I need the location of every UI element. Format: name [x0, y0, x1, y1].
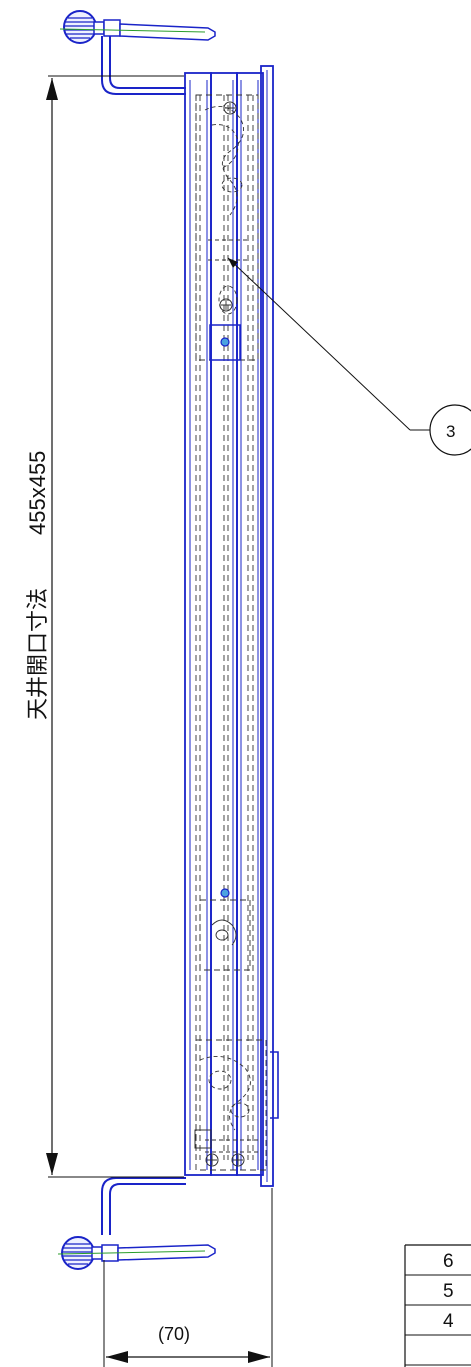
parts-table-row: 6: [443, 1251, 454, 1272]
callout-balloon: [429, 404, 471, 456]
parts-table-row: 5: [443, 1281, 454, 1302]
bottom-handle: [57, 1177, 216, 1270]
parts-table: 6 5 4: [404, 1244, 471, 1367]
opening-dimension: 天井開口寸法 455x455: [25, 75, 184, 1178]
top-handle: [59, 10, 216, 95]
callout-number: 3: [446, 422, 455, 441]
frame-section: [184, 65, 279, 1187]
opening-dimension-value: 455x455: [25, 451, 50, 535]
callout-3: 3: [227, 257, 471, 456]
parts-table-row: 4: [443, 1311, 454, 1332]
depth-dimension-label: (70): [158, 1324, 190, 1344]
depth-dimension: (70): [103, 1188, 273, 1367]
opening-dimension-label: 天井開口寸法: [25, 588, 50, 720]
